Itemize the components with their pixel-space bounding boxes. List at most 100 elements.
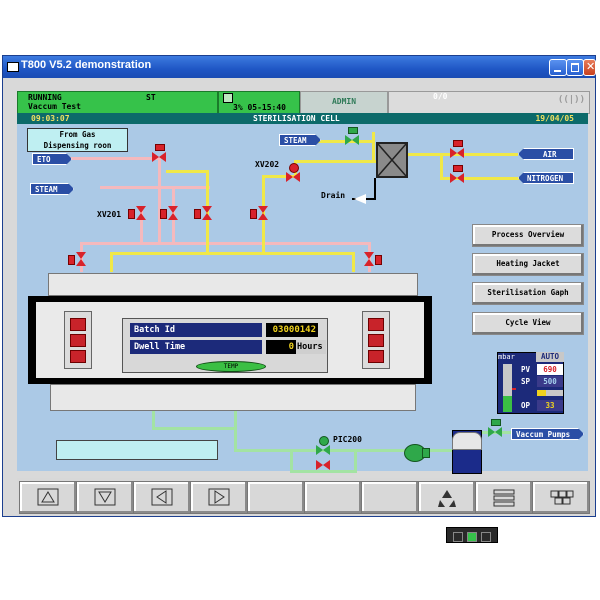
door-panel-right[interactable]	[362, 311, 390, 369]
batch-id-label: Batch Id	[130, 323, 262, 337]
lines-icon	[493, 489, 515, 507]
sterilisation-graph-button[interactable]: Sterilisation Gaph	[472, 282, 584, 305]
door-panel-left[interactable]	[64, 311, 92, 369]
op-bar-track	[537, 390, 563, 396]
pipe-segment	[290, 470, 356, 473]
close-icon: ✕	[586, 60, 596, 73]
nitrogen-tag[interactable]: NITROGEN	[518, 172, 574, 184]
process-overview-button[interactable]: Process Overview	[472, 224, 584, 247]
pipe-segment	[262, 175, 294, 178]
title-bar[interactable]: T800 V5.2 demonstration ✕	[3, 56, 596, 78]
nav-left-button[interactable]	[133, 481, 191, 514]
cross-icon	[378, 144, 406, 176]
pv-row: PV 690	[517, 364, 563, 375]
nav-menu-button[interactable]	[475, 481, 533, 514]
chamber-bottom	[50, 384, 416, 411]
right-triangle-icon	[208, 488, 230, 506]
page-title: STERILISATION CELL	[253, 114, 340, 123]
app-icon	[7, 62, 19, 72]
op-value[interactable]: 33	[537, 400, 563, 411]
indicator-light	[453, 532, 463, 542]
valve-steam-a[interactable]	[160, 206, 178, 220]
pipe-segment	[80, 242, 370, 245]
run-mode: ST	[146, 93, 156, 102]
status-indicator	[446, 527, 498, 543]
gauge-mode[interactable]: AUTO	[536, 352, 564, 362]
maximize-button[interactable]	[566, 59, 584, 76]
user-badge[interactable]: ADMIN	[300, 91, 388, 114]
down-triangle-icon	[94, 488, 116, 506]
source-note: From Gas Dispensing roon	[27, 128, 128, 152]
temp-button[interactable]: TEMP	[196, 361, 266, 372]
valve-xv201[interactable]	[128, 206, 146, 220]
nav-up-button[interactable]	[19, 481, 77, 514]
counter-value: 0/0	[433, 92, 448, 101]
valve-steam-top[interactable]	[345, 127, 359, 145]
chamber-top	[48, 273, 418, 296]
steam-tag-left[interactable]: STEAM	[30, 183, 74, 195]
pipe-segment	[234, 411, 237, 451]
pipe-segment	[140, 210, 143, 244]
sp-row: SP 500	[517, 376, 563, 387]
op-row: OP 33	[517, 400, 563, 411]
pipe-segment	[234, 449, 464, 452]
progress-text: 3% 05-15:40	[233, 103, 286, 112]
sp-label: SP	[520, 377, 531, 386]
close-button[interactable]: ✕	[583, 59, 596, 76]
sp-value[interactable]: 500	[537, 376, 563, 387]
gauge-bar-fill	[503, 396, 512, 412]
header-date: 19/04/05	[535, 114, 574, 123]
nav-blank-button-2[interactable]	[304, 481, 362, 514]
op-label: OP	[520, 401, 531, 410]
pipe-segment	[166, 170, 208, 173]
nav-grid-button[interactable]	[532, 481, 590, 514]
pipe-segment	[152, 411, 155, 429]
pipe-segment	[290, 449, 293, 473]
valve-eto[interactable]	[152, 144, 166, 162]
pipe-segment	[440, 177, 520, 180]
batch-id-value[interactable]: 03000142	[266, 323, 318, 337]
valve-xv202[interactable]	[286, 163, 300, 182]
heating-jacket-button[interactable]: Heating Jacket	[472, 253, 584, 276]
valve-chamber-right[interactable]	[364, 252, 382, 266]
mixing-vessel[interactable]	[376, 142, 408, 178]
dwell-time-label: Dwell Time	[130, 340, 262, 354]
minimize-button[interactable]	[549, 59, 567, 76]
indicator-light	[467, 532, 477, 542]
eto-tag[interactable]: ETO	[32, 153, 72, 165]
steam-tag-top[interactable]: STEAM	[279, 134, 321, 146]
valve-vaccum[interactable]	[488, 419, 502, 437]
dwell-unit: Hours	[296, 340, 326, 354]
door-indicator	[70, 334, 86, 347]
valve-steam-b[interactable]	[194, 206, 212, 220]
valve-pic200[interactable]	[316, 436, 330, 455]
valve-pic200-lower[interactable]	[316, 460, 330, 470]
vaccum-pumps-tag[interactable]: Vaccum Pumps	[511, 428, 584, 440]
clock-icon	[223, 93, 233, 103]
gauge-setpoint-marker	[512, 388, 516, 390]
valve-air[interactable]	[450, 140, 464, 158]
pipe-segment	[440, 153, 443, 179]
nav-right-button[interactable]	[190, 481, 248, 514]
air-tag[interactable]: AIR	[518, 148, 574, 160]
run-status: RUNNING ST Vaccum Test	[17, 91, 218, 114]
door-indicator	[368, 334, 384, 347]
pump-motor	[422, 448, 430, 458]
dwell-time-value[interactable]: 0	[266, 340, 296, 354]
nav-recycle-button[interactable]	[418, 481, 476, 514]
pic200-label: PIC200	[333, 435, 362, 444]
xv201-label: XV201	[97, 210, 122, 219]
valve-nitrogen[interactable]	[450, 165, 464, 183]
door-indicator	[70, 318, 86, 331]
valve-steam-c[interactable]	[250, 206, 268, 220]
op-bar-fill	[537, 390, 546, 396]
pipe-segment	[294, 160, 376, 163]
pipe-segment	[352, 252, 355, 272]
nav-down-button[interactable]	[76, 481, 134, 514]
cycle-view-button[interactable]: Cycle View	[472, 312, 584, 335]
counter-box: 0/0 ((|))	[388, 91, 590, 114]
nav-blank-button-3[interactable]	[361, 481, 419, 514]
nav-blank-button-1[interactable]	[247, 481, 305, 514]
pipe-segment	[152, 427, 236, 430]
valve-chamber-left[interactable]	[68, 252, 86, 266]
